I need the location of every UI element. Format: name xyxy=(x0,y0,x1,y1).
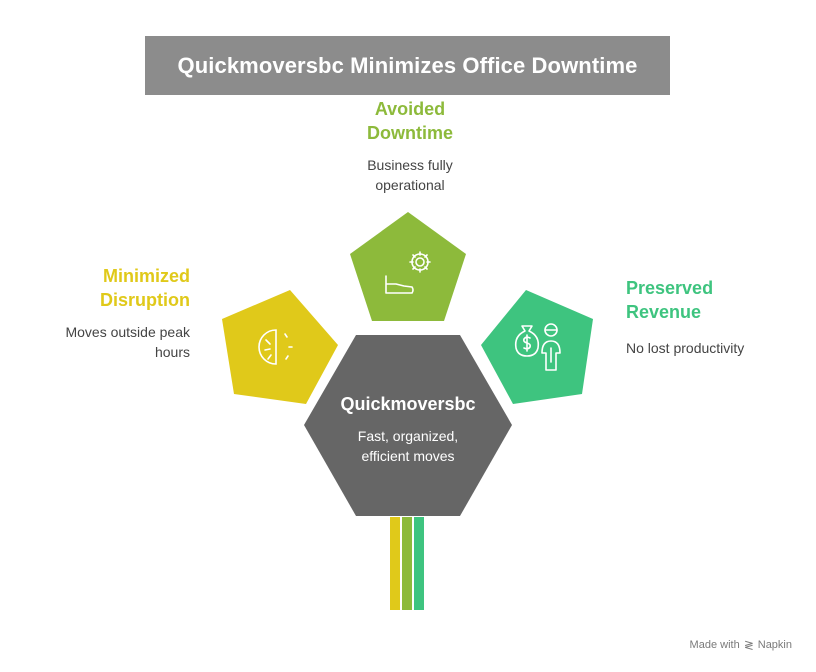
preserved-title-line1: Preserved xyxy=(626,278,714,298)
center-hexagon xyxy=(304,335,512,516)
avoided-title: Avoided Downtime xyxy=(325,97,495,145)
title-banner: Quickmoversbc Minimizes Office Downtime xyxy=(145,36,670,95)
minimized-desc-line1: Moves outside peak xyxy=(65,324,190,340)
stem-bar-olive xyxy=(402,517,412,610)
minimized-title-line1: Minimized xyxy=(102,266,190,286)
gear-and-bed-icon xyxy=(385,251,431,294)
stem-bar-yellow xyxy=(390,517,400,610)
center-desc-line1: Fast, organized, xyxy=(358,428,458,444)
stem-bar-green xyxy=(414,517,424,610)
center-title: Quickmoversbc xyxy=(340,394,475,414)
avoided-title-line1: Avoided xyxy=(374,99,446,119)
money-bag-person-icon xyxy=(514,323,561,371)
pentagon-avoided xyxy=(350,212,466,321)
avoided-desc-line2: operational xyxy=(375,177,445,193)
minimized-desc-line2: hours xyxy=(154,344,190,360)
preserved-title-line2: Revenue xyxy=(626,302,702,322)
avoided-desc-line1: Business fully xyxy=(367,157,453,173)
preserved-title: Preserved Revenue xyxy=(626,276,796,324)
preserved-desc: No lost productivity xyxy=(626,338,796,358)
footer-credit: Made with ≷ Napkin xyxy=(690,638,792,652)
avoided-desc: Business fully operational xyxy=(325,155,495,195)
page-title: Quickmoversbc Minimizes Office Downtime xyxy=(177,52,638,78)
footer-brand: Napkin xyxy=(757,639,792,651)
napkin-logo-icon: ≷ xyxy=(743,638,754,652)
pentagon-minimized xyxy=(222,290,338,404)
minimized-desc: Moves outside peak hours xyxy=(30,322,190,362)
half-clock-icon xyxy=(258,329,293,365)
pentagon-preserved xyxy=(481,290,593,404)
preserved-desc-line1: No lost productivity xyxy=(626,340,745,356)
footer-prefix: Made with xyxy=(689,639,740,651)
center-desc-line2: efficient moves xyxy=(361,448,454,464)
minimized-title: Minimized Disruption xyxy=(40,264,190,312)
minimized-title-line2: Disruption xyxy=(100,290,190,310)
avoided-title-line2: Downtime xyxy=(366,123,453,143)
